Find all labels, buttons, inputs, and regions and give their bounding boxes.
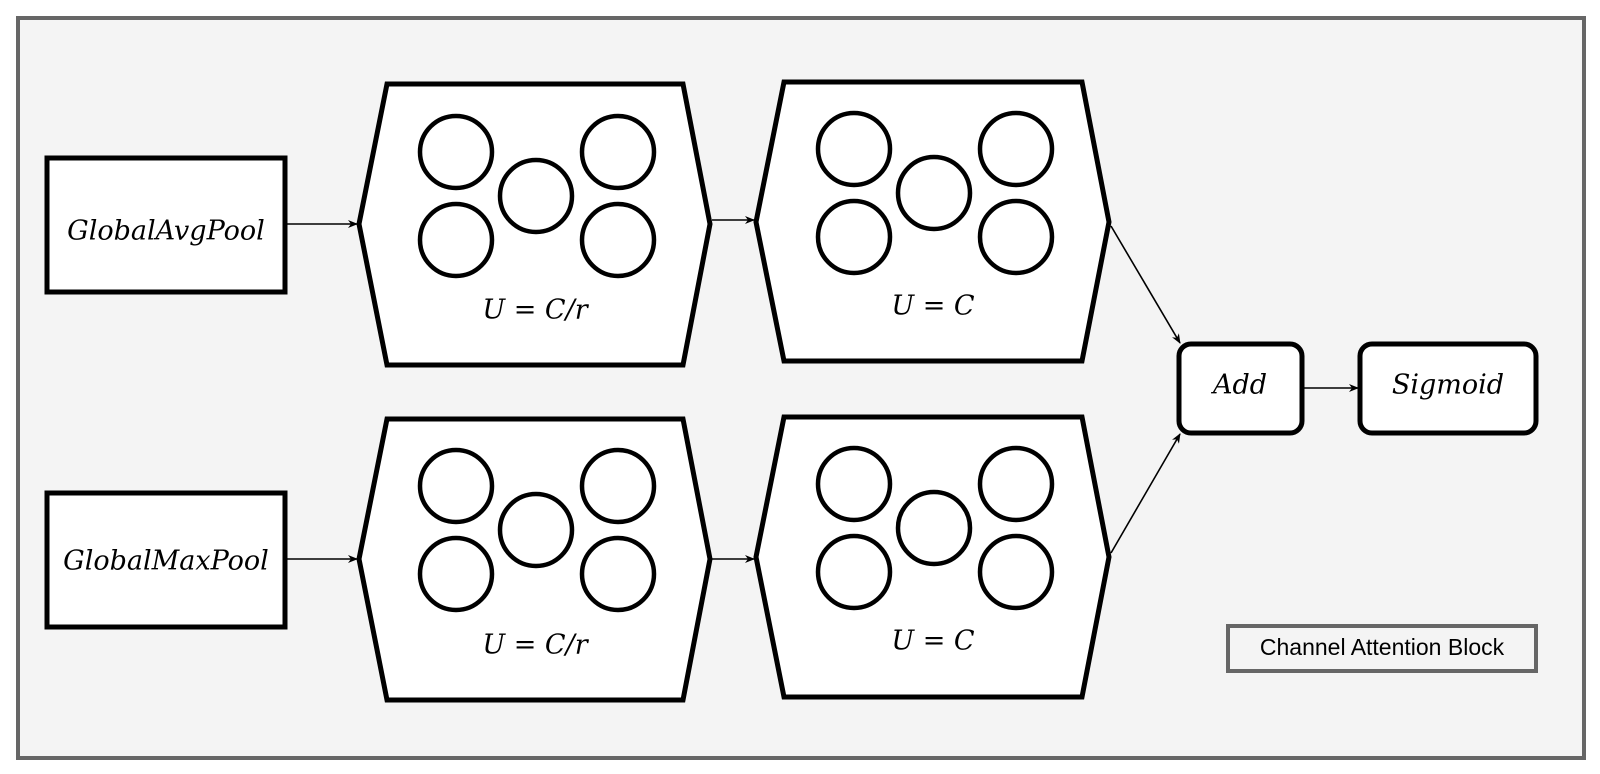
neuron xyxy=(417,447,495,525)
dense-layer-bottom-first: U = C/r xyxy=(356,416,713,703)
legend-label: Channel Attention Block xyxy=(1260,634,1505,660)
neuron xyxy=(579,113,657,191)
neuron xyxy=(977,110,1055,188)
dense-units-label: U = C/r xyxy=(482,295,589,326)
neuron xyxy=(815,110,893,188)
arrow-bottom-to-add xyxy=(1110,433,1181,554)
sigmoid-node: Sigmoid xyxy=(1357,341,1539,436)
neuron xyxy=(579,201,657,279)
dense-units-label: U = C xyxy=(891,291,975,322)
neuron xyxy=(417,535,495,613)
neuron xyxy=(497,491,575,569)
add-label: Add xyxy=(1210,370,1267,401)
neuron xyxy=(895,489,973,567)
sigmoid-label: Sigmoid xyxy=(1392,370,1504,401)
global-avg-pool-node: GlobalAvgPool xyxy=(44,155,288,295)
add-node: Add xyxy=(1176,341,1305,436)
neuron xyxy=(497,157,575,235)
dense-layer-top-first: U = C/r xyxy=(356,81,713,368)
neuron xyxy=(417,113,495,191)
global-avg-pool-label: GlobalAvgPool xyxy=(67,216,265,247)
neuron xyxy=(815,533,893,611)
neuron xyxy=(417,201,495,279)
neuron xyxy=(977,533,1055,611)
legend: Channel Attention Block xyxy=(1226,624,1538,673)
neuron xyxy=(579,447,657,525)
neuron-group xyxy=(815,110,1055,276)
neuron xyxy=(977,445,1055,523)
dense-units-label: U = C xyxy=(891,626,975,657)
neuron xyxy=(895,154,973,232)
neuron-group xyxy=(815,445,1055,611)
dense-layer-bottom-second: U = C xyxy=(753,414,1112,700)
neuron-group xyxy=(417,447,657,613)
neuron-group xyxy=(417,113,657,279)
dense-units-label: U = C/r xyxy=(482,630,589,661)
neuron xyxy=(977,198,1055,276)
dense-layer-top-second: U = C xyxy=(753,79,1112,364)
connections xyxy=(287,216,1359,563)
neuron xyxy=(815,445,893,523)
neuron xyxy=(815,198,893,276)
neuron xyxy=(579,535,657,613)
arrow-top-to-add xyxy=(1110,225,1181,344)
global-max-pool-label: GlobalMaxPool xyxy=(63,546,269,577)
global-max-pool-node: GlobalMaxPool xyxy=(44,490,288,630)
